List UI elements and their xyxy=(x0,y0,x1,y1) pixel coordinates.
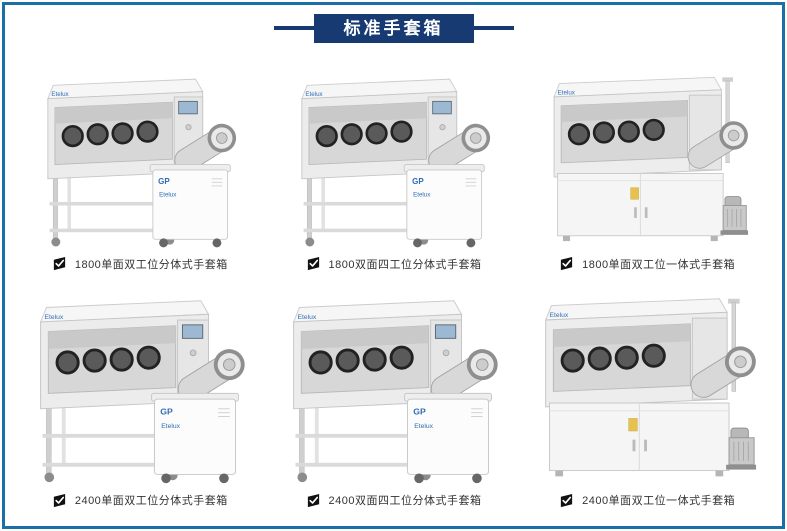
product-caption: 2400单面双工位一体式手套箱 xyxy=(559,490,735,510)
product-label: 1800双面四工位分体式手套箱 xyxy=(328,258,482,271)
product-caption: 1800单面双工位分体式手套箱 xyxy=(52,254,228,274)
check-badge-icon xyxy=(559,256,574,271)
product-label: 2400单面双工位分体式手套箱 xyxy=(74,495,228,507)
product-image-glovebox xyxy=(545,72,750,250)
product-grid: 1800单面双工位分体式手套箱 1800双面四工位分体式手套箱 xyxy=(13,49,774,522)
product-card: 1800双面四工位分体式手套箱 xyxy=(267,49,521,286)
page-title: 标准手套箱 xyxy=(313,13,474,43)
title-line-right xyxy=(473,26,514,30)
check-badge-icon xyxy=(52,493,67,508)
product-card: 1800单面双工位分体式手套箱 xyxy=(13,49,267,286)
product-label: 1800单面双工位一体式手套箱 xyxy=(582,258,736,271)
product-label: 2400双面四工位分体式手套箱 xyxy=(328,495,482,507)
product-image-glovebox xyxy=(291,72,496,250)
check-badge-icon xyxy=(306,256,321,271)
product-label: 2400单面双工位一体式手套箱 xyxy=(582,495,736,507)
product-card: 2400双面四工位分体式手套箱 xyxy=(267,286,521,523)
product-image-glovebox xyxy=(29,293,251,486)
check-badge-icon xyxy=(52,256,67,271)
product-caption: 2400单面双工位分体式手套箱 xyxy=(52,490,228,510)
page-header: 标准手套箱 xyxy=(5,12,782,44)
product-caption: 1800双面四工位分体式手套箱 xyxy=(306,254,482,274)
product-label: 1800单面双工位分体式手套箱 xyxy=(74,258,228,271)
product-caption: 2400双面四工位分体式手套箱 xyxy=(306,490,482,510)
product-card: 2400单面双工位分体式手套箱 xyxy=(13,286,267,523)
product-image-glovebox xyxy=(282,293,504,486)
product-card: 2400单面双工位一体式手套箱 xyxy=(520,286,774,523)
title-line-left xyxy=(273,26,314,30)
product-image-glovebox xyxy=(37,72,242,250)
check-badge-icon xyxy=(306,493,321,508)
product-image-glovebox xyxy=(536,293,758,486)
check-badge-icon xyxy=(559,493,574,508)
product-caption: 1800单面双工位一体式手套箱 xyxy=(559,254,735,274)
product-card: 1800单面双工位一体式手套箱 xyxy=(520,49,774,286)
